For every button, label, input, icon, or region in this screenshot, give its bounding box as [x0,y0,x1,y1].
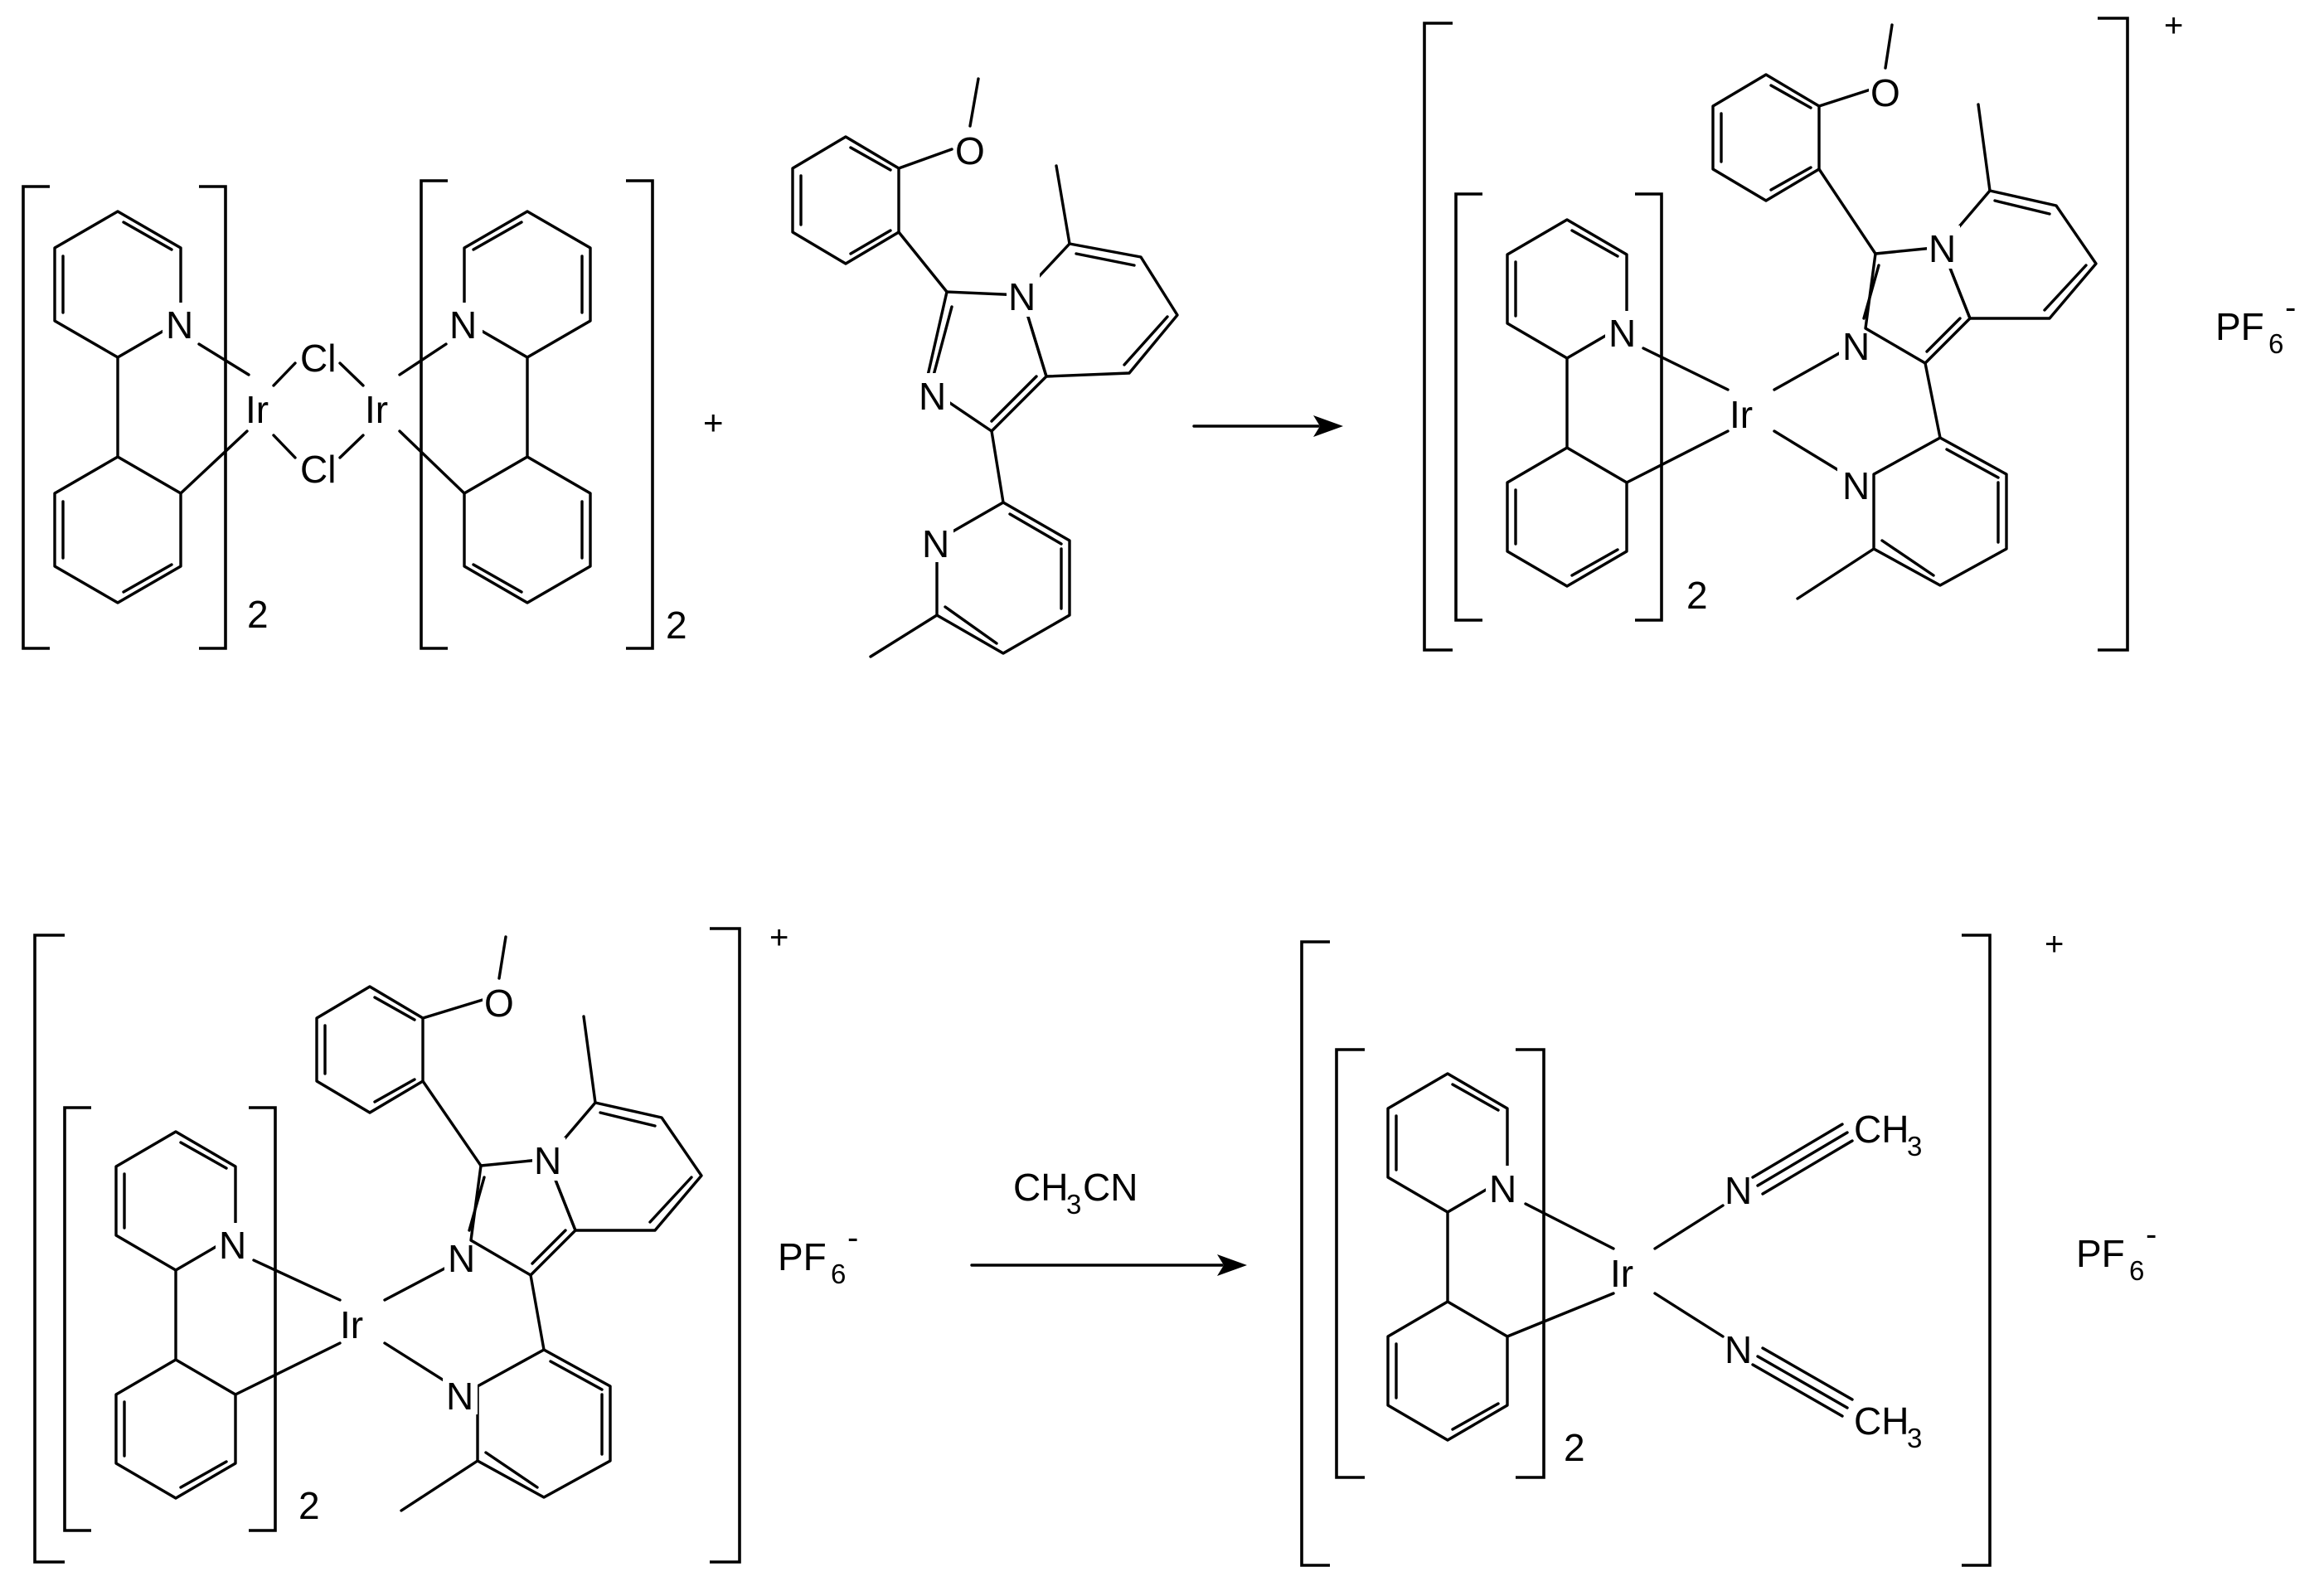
pyridine-ring [463,210,592,359]
right-bracket [1516,1048,1545,1479]
counterion-pf6: PF [2076,1232,2125,1275]
atom-n: N [919,375,946,418]
atom-o: O [1870,71,1900,114]
svg-text:6: 6 [2268,328,2283,359]
left-bracket [1300,940,1330,1567]
right-bracket [2098,17,2129,652]
atom-n: N [446,1375,473,1418]
ligand-count-2: 2 [1686,574,1708,617]
phenyl-ring [1506,446,1628,588]
atom-n: N [1929,227,1956,270]
atom-n: N [449,303,477,347]
atom-ir: Ir [245,388,269,431]
methylpyridine-ring [476,1348,612,1499]
phenyl-ring [114,1358,237,1500]
reaction-plus: + [703,403,724,442]
methoxyphenyl-ring [1711,73,1821,202]
methyl-group: CH [1854,1108,1909,1151]
bis-acetonitrile-iridium-complex: + 2 N Ir N CH 3 N CH 3 PF 6 - [1300,926,2157,1567]
methoxyphenyl-ring [315,985,425,1114]
atom-n: N [166,303,193,347]
atom-n: N [448,1237,475,1280]
atom-ir: Ir [365,388,388,431]
left-bracket [1423,22,1453,652]
iridium-complex-cation: + 2 N Ir N N O [1423,7,2296,652]
svg-text:-: - [2146,1216,2157,1253]
iridium-complex-cation: + 2 N Ir N N O [33,919,858,1564]
phenyl-ring [1386,1300,1509,1442]
atom-n: N [1725,1169,1752,1212]
atom-ir: Ir [340,1303,363,1346]
svg-text:CN: CN [1083,1166,1138,1209]
right-bracket [626,179,654,650]
ligand-count-2: 2 [247,593,269,636]
atom-n: N [1842,325,1870,368]
counterion-pf6: PF [2215,305,2264,348]
left-bracket [22,185,50,650]
right-bracket [199,185,227,650]
reaction-arrow [970,1254,1247,1276]
atom-n: N [1725,1328,1752,1371]
atom-cl: Cl [300,448,336,491]
svg-text:-: - [2285,289,2296,326]
left-bracket [33,934,65,1564]
svg-text:6: 6 [831,1259,846,1289]
methylpyridine-ring [1872,436,2008,587]
right-bracket [249,1106,277,1532]
svg-text:3: 3 [1907,1131,1922,1162]
pyridine-ring [53,210,182,359]
atom-o: O [955,129,985,172]
methoxyphenyl-ring [791,135,900,265]
left-bracket [420,179,448,650]
reaction-arrow [1192,415,1343,437]
right-bracket [1962,934,1992,1567]
right-bracket [710,927,741,1564]
atom-n: N [1008,275,1036,318]
ligand-count-2: 2 [666,604,687,647]
left-bracket [1335,1048,1365,1479]
fused-pyridine-ring [1940,189,2098,320]
methyl-group: CH [1854,1399,1909,1443]
right-bracket [1635,192,1663,622]
fused-pyridine-ring [1020,242,1179,378]
svg-text:3: 3 [1907,1423,1922,1453]
svg-text:6: 6 [2129,1255,2144,1286]
svg-text:-: - [847,1220,858,1256]
atom-n: N [1608,312,1636,355]
counterion-pf6: PF [778,1235,827,1278]
charge-plus: + [769,919,788,956]
charge-plus: + [2164,7,2183,44]
imidazopyridine-ligand: O N N N [791,77,1179,658]
fused-pyridine-ring [546,1101,703,1232]
atom-ir: Ir [1730,393,1753,436]
svg-text:CH: CH [1013,1166,1068,1209]
left-bracket [63,1106,91,1532]
left-bracket [1454,192,1482,622]
methylpyridine-ring [935,501,1071,655]
atom-n: N [534,1139,561,1182]
atom-o: O [484,982,514,1025]
atom-n: N [1842,464,1870,507]
svg-text:3: 3 [1066,1189,1081,1220]
atom-n: N [219,1224,246,1267]
phenyl-ring [463,455,592,604]
phenyl-ring [53,455,182,604]
reagent-label: CH 3 CN [1013,1166,1138,1220]
iridium-chloro-dimer: 2 N Ir Ir Cl Cl 2 N [22,179,687,650]
atom-n: N [922,522,949,565]
atom-cl: Cl [300,337,336,380]
atom-ir: Ir [1610,1252,1633,1295]
atom-n: N [1489,1167,1516,1210]
charge-plus: + [2045,926,2064,963]
ligand-count-2: 2 [298,1484,320,1527]
ligand-count-2: 2 [1564,1426,1585,1469]
